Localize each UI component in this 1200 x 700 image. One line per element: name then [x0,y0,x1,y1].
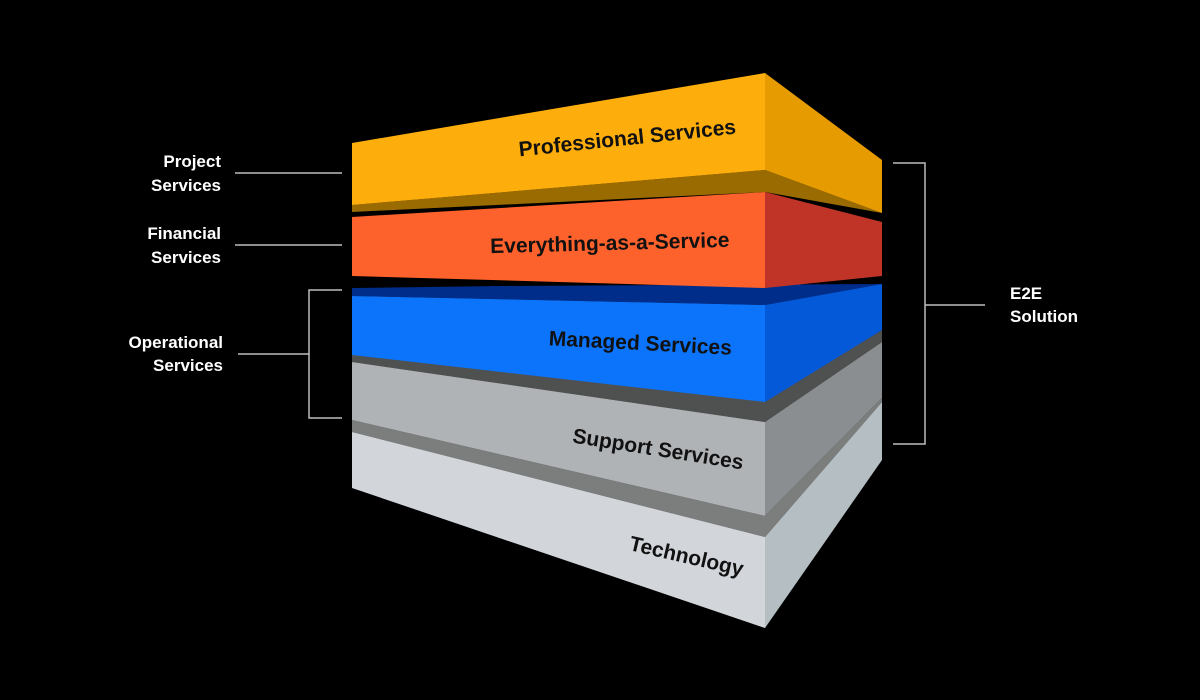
xaas-side-face [765,192,882,288]
support-side-face [765,342,882,516]
e2e-solution-label-line2: Solution [1010,307,1078,326]
managed-side-face [765,284,882,402]
layer-everything-as-a-service: Everything-as-a-Service [352,192,882,288]
managed-front-face [352,296,765,402]
operational-services-label-line2: Services [153,356,223,375]
xaas-front-face [352,192,765,288]
operational-services-bracket [238,289,342,419]
e2e-solution-bracket [893,162,985,445]
professional-front-face [352,73,765,205]
support-front-face [352,362,765,516]
operational-services-label-line1: Operational [129,333,223,352]
professional-side-face [765,73,882,213]
managed-top-face [352,284,882,305]
technology-front-face [352,432,765,628]
layer-professional-services: Professional Services [352,73,882,213]
project-services-label-line1: Project [163,152,221,171]
layer-technology: Technology [352,398,882,628]
financial-services-label-line1: Financial [147,224,221,243]
project-services-label-line2: Services [151,176,221,195]
e2e-solution-label-line1: E2E [1010,284,1042,303]
professional-under-face [352,170,882,213]
financial-services-label-line2: Services [151,248,221,267]
technology-side-face [765,402,882,628]
layer-managed-services: Managed Services [352,284,882,402]
